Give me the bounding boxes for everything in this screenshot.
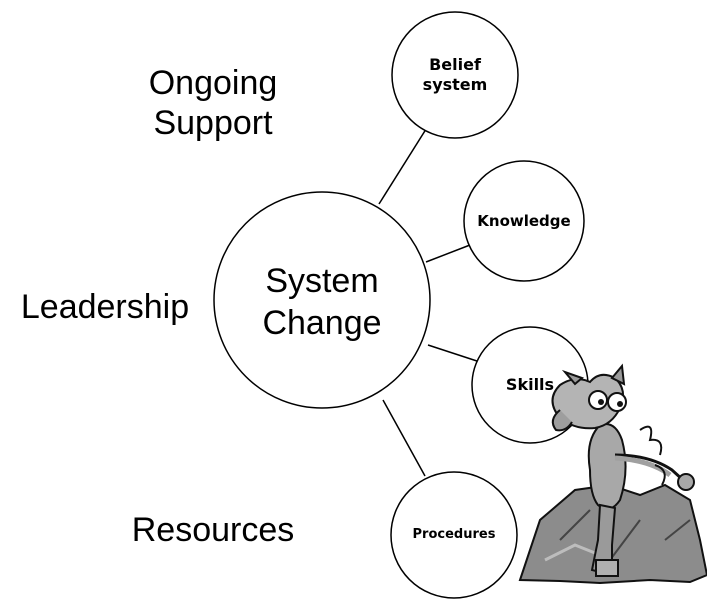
connector-skills bbox=[427, 344, 484, 364]
belief-system-line2: system bbox=[422, 75, 488, 94]
cartoon-character-sitting-on-rock-icon bbox=[518, 363, 707, 585]
connector-belief bbox=[378, 125, 429, 205]
resources-label: Resources bbox=[131, 511, 295, 549]
connector-procedures bbox=[382, 399, 426, 477]
belief-circle bbox=[391, 11, 519, 139]
procedures-label: Procedures bbox=[412, 527, 496, 542]
ongoing-support-line1: Ongoing bbox=[148, 64, 278, 102]
system-change-label: System Change bbox=[232, 260, 412, 344]
skills-label: Skills bbox=[505, 375, 555, 394]
belief-system-line1: Belief bbox=[429, 55, 481, 74]
system-change-line1: System bbox=[265, 262, 379, 300]
knowledge-label: Knowledge bbox=[477, 212, 571, 230]
center-circle bbox=[213, 191, 431, 409]
knowledge-circle bbox=[463, 160, 585, 282]
connector-knowledge bbox=[425, 244, 471, 263]
ongoing-support-label: Ongoing Support bbox=[133, 63, 293, 143]
belief-system-label: Belief system bbox=[400, 45, 510, 105]
leadership-label: Leadership bbox=[20, 288, 190, 326]
ongoing-support-line2: Support bbox=[153, 104, 273, 142]
procedures-circle bbox=[390, 471, 518, 599]
system-change-line2: Change bbox=[262, 304, 382, 342]
